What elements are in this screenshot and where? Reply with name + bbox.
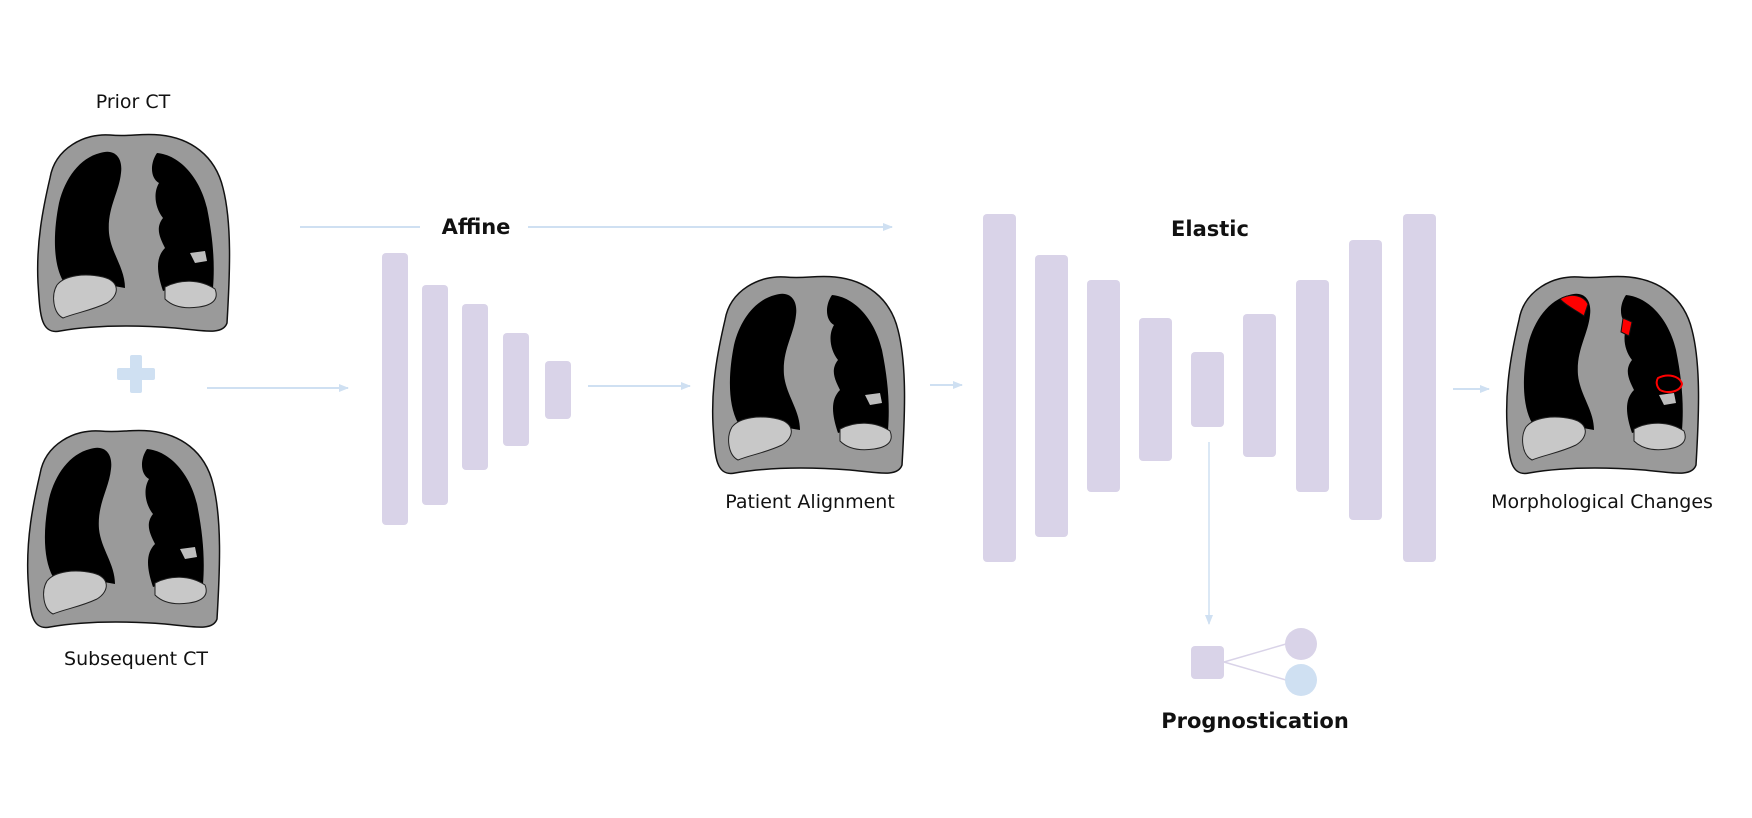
- elastic-network: [983, 214, 1436, 562]
- morphological-changes-image: [1505, 275, 1700, 475]
- output-node: [1285, 628, 1317, 660]
- network-block: [382, 253, 408, 525]
- network-block: [462, 304, 488, 470]
- prior-ct-label: Prior CT: [96, 91, 171, 113]
- network-block: [1243, 314, 1276, 457]
- network-block: [1139, 318, 1172, 461]
- network-block: [1191, 646, 1224, 679]
- output-node: [1285, 664, 1317, 696]
- prior-ct-image: [36, 133, 231, 333]
- affine-title: Affine: [442, 215, 511, 239]
- chest-ct-icon: [711, 275, 906, 475]
- network-block: [503, 333, 529, 446]
- network-block: [545, 361, 571, 419]
- morphological-changes-label: Morphological Changes: [1491, 491, 1713, 513]
- network-block: [422, 285, 448, 505]
- network-block: [1349, 240, 1382, 520]
- network-block: [1403, 214, 1436, 562]
- plus-icon: [117, 355, 155, 393]
- prognostication-head: [1191, 628, 1317, 696]
- network-block: [1035, 255, 1068, 537]
- patient-alignment-label: Patient Alignment: [725, 491, 895, 513]
- affine-network: [382, 253, 571, 525]
- chest-ct-icon: [26, 429, 221, 629]
- network-block: [1296, 280, 1329, 492]
- chest-ct-icon: [36, 133, 231, 333]
- network-block: [1191, 352, 1224, 427]
- patient-alignment-image: [711, 275, 906, 475]
- elastic-title: Elastic: [1171, 217, 1249, 241]
- prognostication-title: Prognostication: [1161, 709, 1349, 733]
- subsequent-ct-image: [26, 429, 221, 629]
- network-block: [983, 214, 1016, 562]
- network-block: [1087, 280, 1120, 492]
- subsequent-ct-label: Subsequent CT: [64, 648, 208, 670]
